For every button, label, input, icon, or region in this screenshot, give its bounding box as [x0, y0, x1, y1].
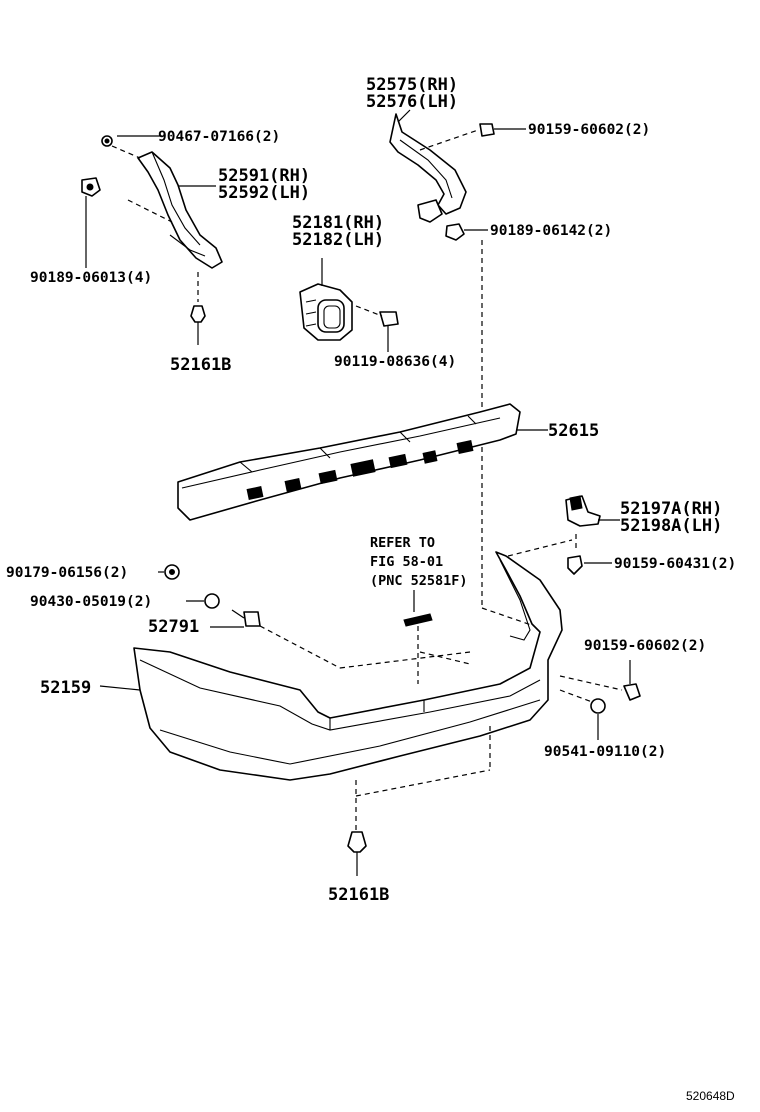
label-90159-mid: 90159-60431(2) [614, 556, 736, 572]
clip-90179[interactable] [164, 564, 180, 580]
label-90430: 90430-05019(2) [30, 594, 152, 610]
clip-90467[interactable] [101, 135, 113, 147]
bolt-90159-top[interactable] [479, 123, 495, 137]
label-52181: 52181(RH) [292, 213, 384, 233]
label-52615: 52615 [548, 421, 599, 441]
label-90179: 90179-06156(2) [6, 565, 128, 581]
energy-absorber[interactable] [177, 403, 521, 521]
label-52592: 52592(LH) [218, 183, 310, 203]
side-retainer-52197a[interactable] [565, 495, 601, 527]
grommet-90541[interactable] [590, 698, 606, 714]
refer-line-2: FIG 58-01 [370, 554, 443, 570]
pin-52161b-top[interactable] [190, 305, 206, 345]
bolt-90159-mid[interactable] [567, 555, 583, 575]
refer-line-3: (PNC 52581F) [370, 573, 468, 589]
pin-52161b-bottom[interactable] [347, 831, 367, 876]
bracket-52791[interactable] [231, 609, 261, 627]
bumper-retainer[interactable] [299, 283, 353, 341]
reflector-placeholder [403, 613, 433, 627]
label-52161b-bottom: 52161B [328, 885, 389, 905]
clip-90430[interactable] [204, 593, 220, 609]
bolt-90119[interactable] [379, 311, 399, 327]
side-retainer-bracket[interactable] [137, 151, 223, 269]
label-90189-right: 90189-06142(2) [490, 223, 612, 239]
clip-90189-right[interactable] [445, 223, 465, 241]
label-90541: 90541-09110(2) [544, 744, 666, 760]
label-52591: 52591(RH) [218, 166, 310, 186]
figure-code: 520648D [686, 1089, 735, 1103]
refer-line-1: REFER TO [370, 535, 435, 551]
bolt-90159-low[interactable] [623, 683, 641, 701]
label-52182: 52182(LH) [292, 230, 384, 250]
rear-bumper-stay[interactable] [389, 113, 467, 223]
label-52791: 52791 [148, 617, 199, 637]
label-52161b-top: 52161B [170, 355, 231, 375]
label-90189-left: 90189-06013(4) [30, 270, 152, 286]
label-90159-top: 90159-60602(2) [528, 122, 650, 138]
label-52576: 52576(LH) [366, 92, 458, 112]
label-90119: 90119-08636(4) [334, 354, 456, 370]
label-52198a: 52198A(LH) [620, 516, 722, 536]
bumper-cover[interactable] [133, 551, 563, 781]
label-52197a: 52197A(RH) [620, 499, 722, 519]
label-90467: 90467-07166(2) [158, 129, 280, 145]
label-52575: 52575(RH) [366, 75, 458, 95]
clip-90189-left[interactable] [81, 177, 101, 197]
label-90159-low: 90159-60602(2) [584, 638, 706, 654]
label-52159: 52159 [40, 678, 91, 698]
